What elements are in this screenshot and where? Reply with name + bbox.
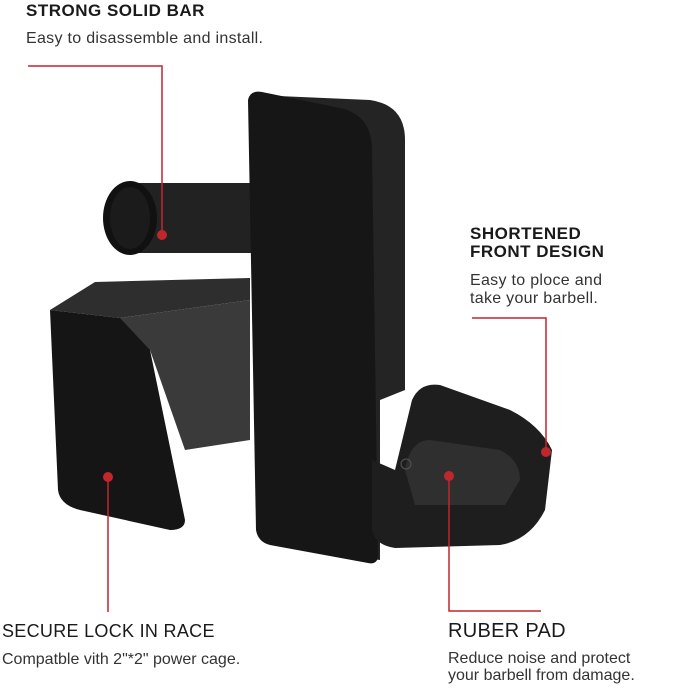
- lock-title: SECURE LOCK IN RACE: [2, 621, 215, 641]
- front-title-2: FRONT DESIGN: [470, 242, 605, 261]
- lock-desc: Compatble vith 2"*2" power cage.: [2, 651, 241, 668]
- pad-desc-1: Reduce noise and protect: [448, 650, 631, 667]
- front-desc-1: Easy to ploce and: [470, 272, 603, 289]
- front-hook: [372, 384, 552, 548]
- callout-dot-pad: [444, 471, 454, 481]
- callout-dot-lock: [103, 472, 113, 482]
- callout-dot-front: [541, 447, 551, 457]
- bar-desc: Easy to disassemble and install.: [26, 30, 264, 47]
- callout-dot-bar: [157, 230, 167, 240]
- front-title-1: SHORTENED: [470, 224, 582, 243]
- bar-title: STRONG SOLID BAR: [26, 1, 205, 20]
- main-plate: [248, 91, 405, 564]
- callout-lines: [28, 65, 547, 612]
- callout-dots: [103, 230, 551, 482]
- front-desc-2: take your barbell.: [470, 290, 599, 307]
- rack-hook-left: [50, 278, 250, 530]
- pad-desc-2: your barbell from damage.: [448, 667, 635, 684]
- pad-title: RUBER PAD: [448, 620, 566, 642]
